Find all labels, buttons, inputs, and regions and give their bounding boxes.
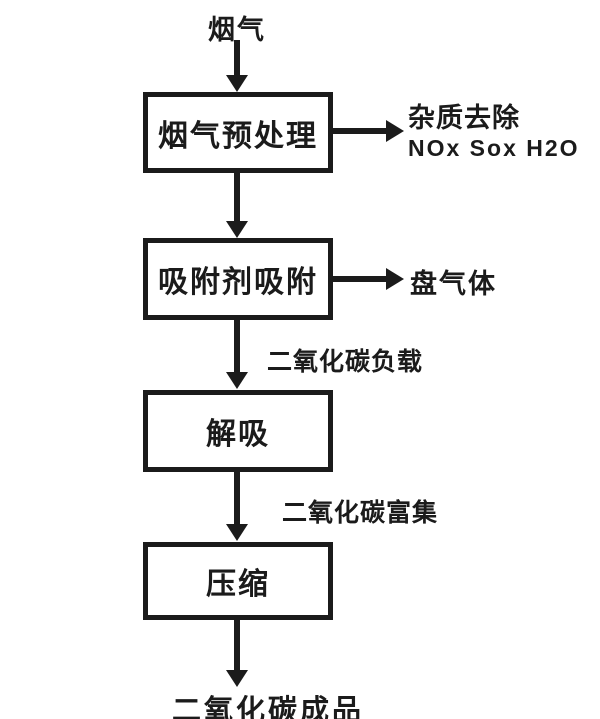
down-arrowhead-icon: [226, 372, 248, 389]
down-arrowhead-icon: [226, 75, 248, 92]
lean-gas-label: 盘气体: [410, 269, 497, 299]
right-arrowhead-icon: [386, 268, 404, 290]
flow-box-desorption: 解吸: [143, 390, 333, 472]
down-arrow-4-shaft: [234, 472, 240, 525]
down-arrowhead-icon: [226, 221, 248, 238]
down-arrowhead-icon: [226, 524, 248, 541]
flow-box-adsorption-label: 吸附剂吸附: [158, 266, 318, 299]
impurity-removal-line2: NOx Sox H2O: [408, 135, 580, 161]
down-arrowhead-icon: [226, 670, 248, 687]
impurity-removal-label: 杂质去除 NOx Sox H2O: [408, 103, 580, 163]
down-arrow-3-shaft: [234, 320, 240, 373]
flow-box-pretreatment-label: 烟气预处理: [158, 119, 318, 153]
right-arrow-2-shaft: [333, 276, 386, 282]
right-arrowhead-icon: [386, 120, 404, 142]
flow-box-pretreatment: 烟气预处理: [143, 92, 333, 173]
down-arrow-1-shaft: [234, 40, 240, 76]
right-arrow-1-shaft: [333, 128, 386, 134]
co2-product-label: 二氧化碳成品: [172, 695, 365, 719]
flow-box-compression-label: 压缩: [206, 568, 270, 601]
flow-box-compression: 压缩: [143, 542, 333, 620]
down-arrow-2-shaft: [234, 173, 240, 222]
flow-box-desorption-label: 解吸: [206, 418, 270, 451]
down-arrow-5-shaft: [234, 620, 240, 671]
flow-box-adsorption: 吸附剂吸附: [143, 238, 333, 320]
impurity-removal-line1: 杂质去除: [408, 103, 520, 133]
co2-enriched-label: 二氧化碳富集: [282, 499, 439, 527]
co2-loaded-label: 二氧化碳负载: [267, 348, 424, 376]
